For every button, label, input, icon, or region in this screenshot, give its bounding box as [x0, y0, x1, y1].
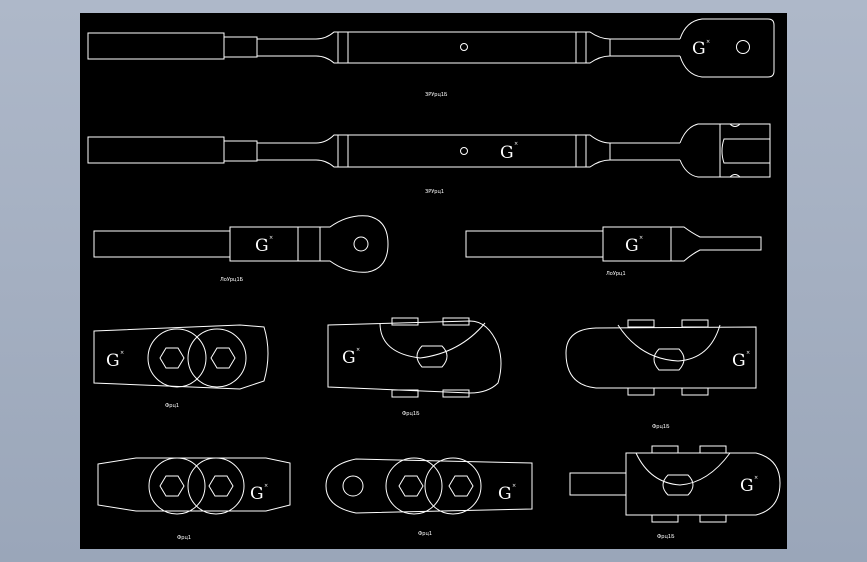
svg-text:×: × — [264, 483, 268, 489]
svg-text:G: G — [740, 476, 754, 496]
svg-text:G: G — [250, 484, 264, 504]
logo-mark: G × — [500, 141, 518, 163]
part-clamp-body-left — [327, 317, 502, 398]
part-rod-eye-end — [87, 18, 775, 78]
svg-text:×: × — [639, 235, 643, 241]
svg-text:×: × — [356, 347, 360, 353]
logo-mark: G × — [740, 475, 758, 496]
logo-mark: G × — [106, 350, 124, 371]
part-label: ЗРУрц1Б — [425, 92, 448, 98]
part-label: Фрц1Б — [657, 534, 675, 540]
part-label: ЛоУрц1 — [606, 271, 626, 277]
cad-drawing: G × ЗРУрц1Б G × ЗРУрц1 G × — [87, 18, 781, 541]
part-label: ЗРУрц1 — [425, 189, 444, 195]
part-plate-double-hex-right — [97, 457, 291, 515]
part-plate-round-hex — [325, 457, 533, 515]
logo-mark: G × — [625, 235, 643, 256]
logo-mark: G × — [255, 235, 273, 256]
part-label: Фрц1 — [418, 531, 432, 537]
part-rod-fork-end — [87, 123, 771, 178]
svg-text:G: G — [106, 351, 120, 371]
svg-text:×: × — [512, 483, 516, 489]
svg-text:×: × — [120, 350, 124, 356]
svg-text:G: G — [500, 143, 514, 163]
svg-text:×: × — [746, 350, 750, 356]
part-plate-double-hex — [93, 324, 269, 390]
svg-text:×: × — [706, 39, 710, 45]
logo-mark: G × — [250, 483, 268, 504]
logo-mark: G × — [692, 39, 710, 59]
part-clamp-body-tab — [569, 445, 781, 523]
logo-mark: G × — [498, 483, 516, 504]
svg-text:G: G — [692, 39, 706, 59]
logo-mark: G × — [732, 350, 750, 371]
part-label: ЛоУрц1Б — [220, 277, 244, 283]
svg-text:×: × — [514, 141, 518, 147]
cad-viewport[interactable]: G × ЗРУрц1Б G × ЗРУрц1 G × — [80, 13, 787, 549]
svg-text:G: G — [255, 236, 269, 256]
part-short-rod-tab — [465, 226, 762, 262]
svg-text:×: × — [269, 235, 273, 241]
logo-mark: G × — [342, 347, 360, 368]
svg-text:G: G — [342, 348, 356, 368]
svg-text:×: × — [754, 475, 758, 481]
part-label: Фрц1 — [165, 403, 179, 409]
part-label: Фрц1 — [177, 535, 191, 541]
part-short-rod-eye — [93, 215, 389, 273]
svg-text:G: G — [732, 351, 746, 371]
part-label: Фрц1Б — [652, 424, 670, 430]
svg-text:G: G — [498, 484, 512, 504]
part-label: Фрц1Б — [402, 411, 420, 417]
svg-text:G: G — [625, 236, 639, 256]
part-clamp-body-right — [565, 319, 757, 396]
